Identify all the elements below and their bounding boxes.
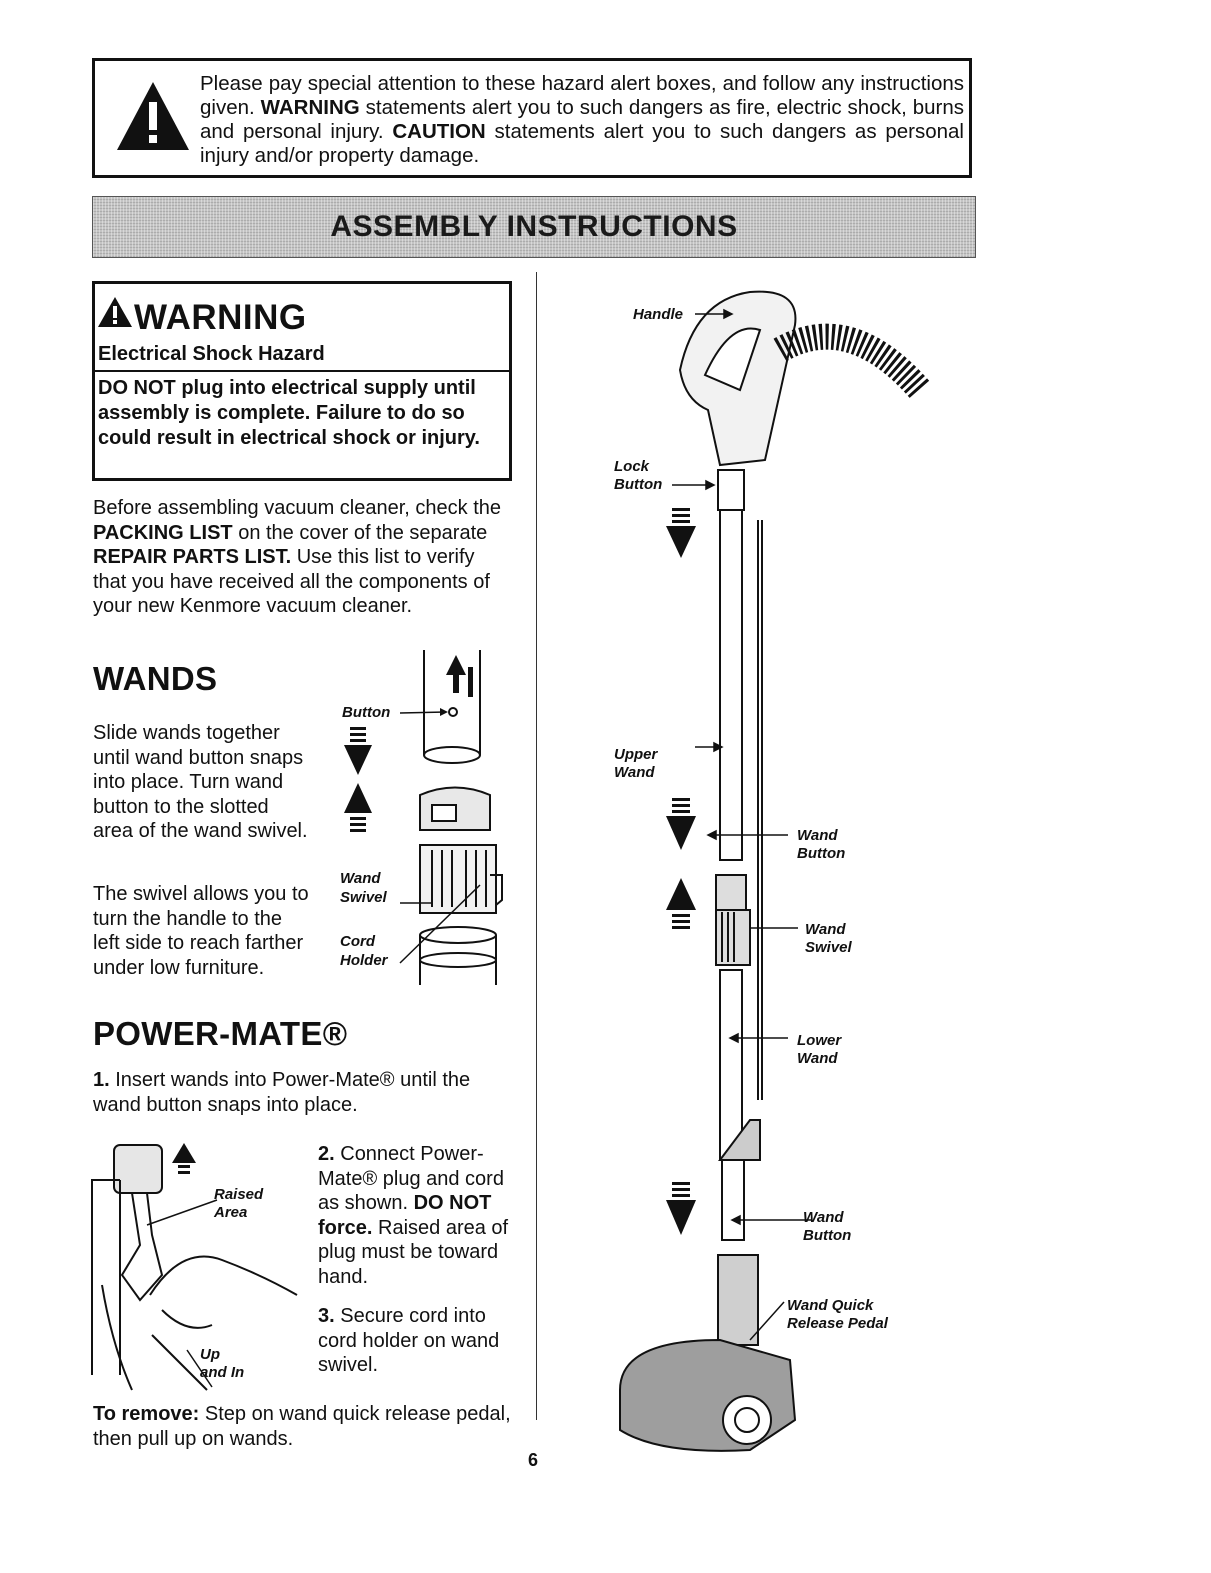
wand-swivel (715, 874, 751, 966)
wand-swivel-callout-b: Swivel (805, 939, 852, 956)
up-and-in-callout-up: Up (200, 1346, 220, 1363)
column-divider (536, 272, 537, 1420)
wands-heading: WANDS (93, 660, 218, 697)
hazard-notice-text: Please pay special attention to these ha… (200, 72, 964, 167)
section-banner: Assembly Instructions (92, 196, 976, 258)
wand-swivel-callout-swivel: Swivel (340, 889, 387, 906)
up-and-in-callout-and-in: and In (200, 1364, 245, 1381)
wands-paragraph-1: Slide wands together until wand button s… (93, 722, 308, 842)
banner-title: Assembly Instructions (330, 210, 738, 243)
lower-wand-callout-wand: Wand (797, 1050, 838, 1067)
arrow-down-icon (666, 508, 696, 558)
warning-divider (95, 370, 509, 372)
upper-wand-callout-upper: Upper (614, 746, 658, 763)
quick-release-callout-a: Wand Quick (787, 1297, 874, 1314)
arrow-down-icon (344, 727, 372, 775)
cord-holder-callout-holder: Holder (340, 952, 388, 969)
wand-button-2-callout-a: Wand (803, 1209, 844, 1226)
warning-triangle-icon (117, 82, 189, 150)
hose (773, 323, 930, 399)
vacuum-assembly-diagram (619, 290, 930, 1452)
handle (678, 290, 797, 467)
upper-wand-callout-wand: Wand (614, 764, 655, 781)
arrow-up-icon (666, 878, 696, 929)
caution-keyword: CAUTION (392, 120, 486, 143)
warning-box (92, 281, 512, 481)
wand-swivel (419, 786, 503, 985)
quick-release-callout-b: Release Pedal (787, 1315, 888, 1332)
lower-wand-callout-lower: Lower (797, 1032, 842, 1049)
wand-button-1-callout-b: Button (797, 845, 846, 862)
raised-area-callout-area: Area (214, 1204, 248, 1221)
page-number: 6 (528, 1450, 539, 1470)
lock-button-callout-lock: Lock (614, 458, 650, 475)
wand-swivel-callout-a: Wand (805, 921, 846, 938)
arrow-up-icon (344, 783, 372, 832)
powermate-step-2: 2. Connect Power-Mate® plug and cord as … (318, 1143, 509, 1288)
wand-button-1-callout-a: Wand (797, 827, 838, 844)
powermate-step-3: 3. Secure cord into cord holder on wand … (318, 1305, 500, 1376)
button-callout: Button (342, 704, 391, 721)
arrow-up-icon (172, 1143, 196, 1174)
warning-text: DO NOT plug into electrical supply until… (98, 377, 480, 449)
warning-keyword: WARNING (260, 96, 360, 119)
wand-connection-illustration (344, 650, 503, 985)
handle-callout: Handle (633, 306, 684, 323)
raised-area-callout-raised: Raised (214, 1186, 264, 1203)
intro-paragraph: Before assembling vacuum cleaner, check … (93, 497, 501, 617)
wand-button-2-callout-b: Button (803, 1227, 852, 1244)
power-mate-nozzle (619, 1254, 797, 1452)
plug-connection-illustration (91, 1143, 298, 1391)
wand-swivel-callout-wand: Wand (340, 870, 381, 887)
hazard-notice-box (92, 58, 972, 178)
lower-wand (718, 969, 761, 1241)
powermate-heading: POWER-MATE® (93, 1015, 348, 1052)
lock-button-callout-button: Button (614, 476, 663, 493)
arrow-down-icon (666, 1182, 696, 1235)
powermate-remove-instructions: To remove: Step on wand quick release pe… (93, 1403, 511, 1450)
wands-paragraph-2: The swivel allows you to turn the handle… (93, 883, 309, 979)
cord-holder-callout-cord: Cord (340, 933, 375, 950)
upper-wand-tube (423, 650, 481, 764)
upper-wand (717, 469, 763, 1100)
warning-triangle-icon (98, 297, 132, 327)
arrow-down-icon (666, 798, 696, 850)
warning-subtitle: Electrical Shock Hazard (98, 343, 325, 365)
powermate-step-1: 1. Insert wands into Power-Mate® until t… (93, 1069, 471, 1116)
arrow-up-icon (446, 655, 473, 697)
warning-title: WARNING (134, 298, 307, 337)
